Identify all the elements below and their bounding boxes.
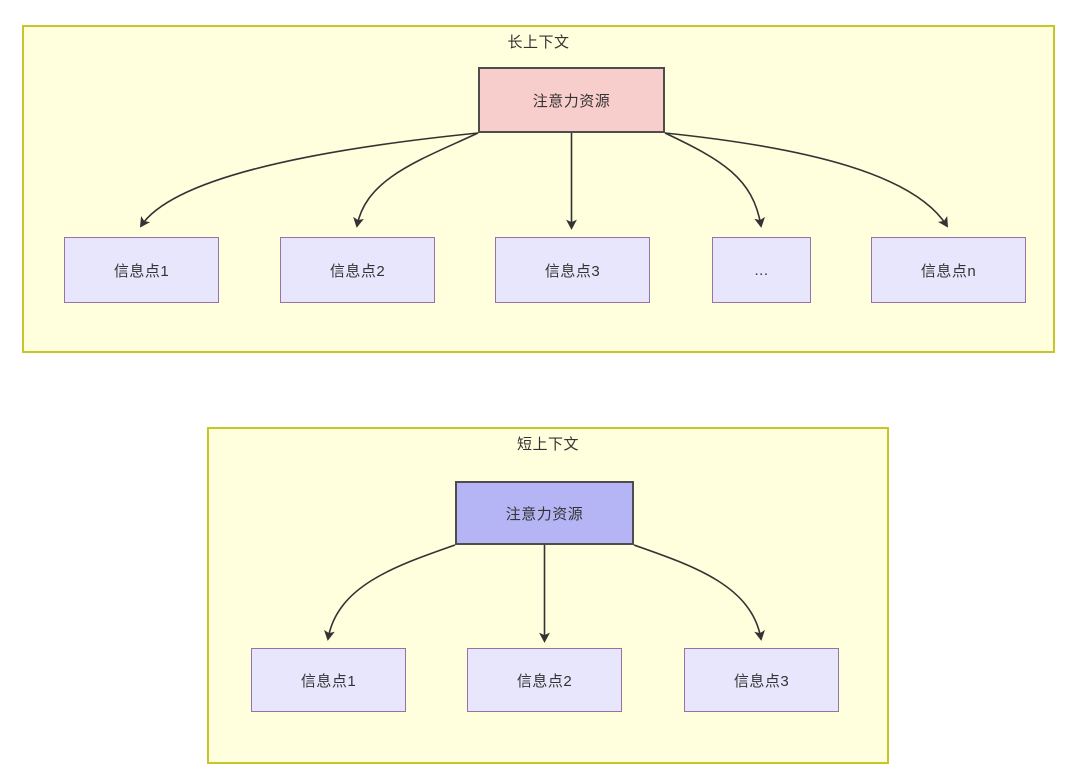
panel-short-context-title: 短上下文 [516, 436, 579, 453]
node-label: 信息点2 [329, 262, 386, 280]
node-long-info-point-2[interactable]: 信息点2 [280, 237, 435, 303]
node-long-info-point-n[interactable]: 信息点n [871, 237, 1026, 303]
node-label: 信息点1 [300, 672, 357, 690]
node-short-info-point-2[interactable]: 信息点2 [467, 648, 622, 712]
node-long-context-attention-resource[interactable]: 注意力资源 [478, 67, 665, 133]
node-label: 信息点3 [544, 262, 601, 280]
node-label: 注意力资源 [505, 505, 584, 523]
node-label: ... [754, 261, 769, 279]
node-label: 注意力资源 [532, 92, 611, 110]
node-label: 信息点n [920, 262, 977, 280]
node-long-info-point-ellipsis[interactable]: ... [712, 237, 811, 303]
panel-short-context: 短上下文 [207, 427, 889, 764]
node-label: 信息点3 [733, 672, 790, 690]
node-label: 信息点1 [113, 262, 170, 280]
node-short-context-attention-resource[interactable]: 注意力资源 [455, 481, 634, 545]
node-short-info-point-1[interactable]: 信息点1 [251, 648, 406, 712]
node-label: 信息点2 [516, 672, 573, 690]
panel-long-context-title: 长上下文 [507, 34, 570, 51]
node-short-info-point-3[interactable]: 信息点3 [684, 648, 839, 712]
node-long-info-point-1[interactable]: 信息点1 [64, 237, 219, 303]
node-long-info-point-3[interactable]: 信息点3 [495, 237, 650, 303]
